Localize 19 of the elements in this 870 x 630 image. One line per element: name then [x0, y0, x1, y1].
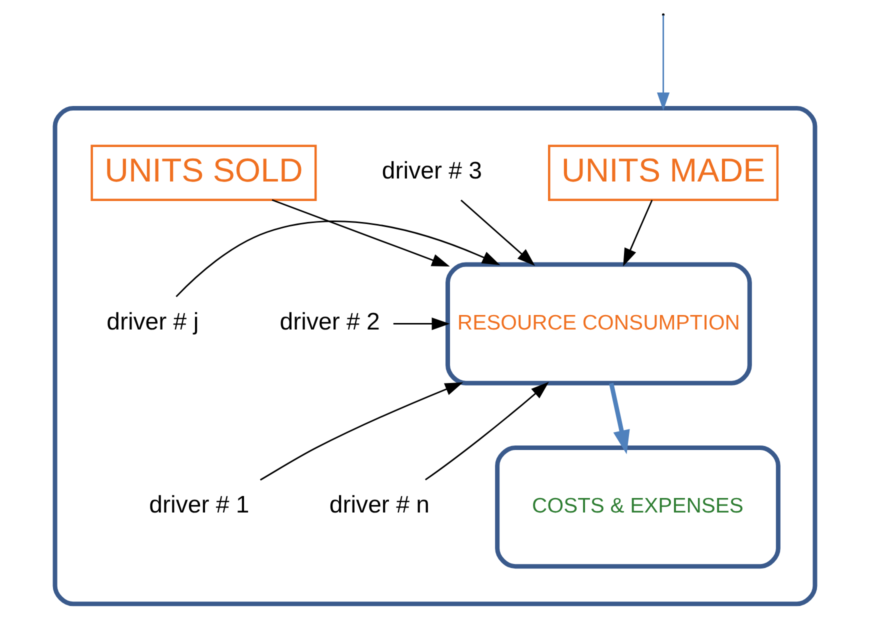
- arrow: [609, 382, 630, 454]
- node-box: UNITS SOLD: [90, 144, 317, 202]
- node-box: UNITS MADE: [548, 144, 779, 202]
- node-text: driver # n: [329, 492, 430, 519]
- node-text: driver # 3: [382, 158, 482, 185]
- arrow: [176, 220, 500, 298]
- arrow: [424, 382, 549, 480]
- cluster: [52, 106, 818, 606]
- node-box: RESOURCE CONSUMPTION: [446, 262, 752, 386]
- arrow: [393, 317, 450, 330]
- arrow: [656, 15, 670, 111]
- node-box: COSTS & EXPENSES: [495, 445, 780, 569]
- arrow: [260, 382, 464, 481]
- node-text: driver # 2: [280, 308, 380, 336]
- node-text: driver # j: [106, 308, 199, 336]
- arrow: [623, 200, 653, 266]
- arrow: [460, 200, 536, 266]
- node-text: driver # 1: [149, 492, 250, 519]
- arrow: [272, 199, 450, 267]
